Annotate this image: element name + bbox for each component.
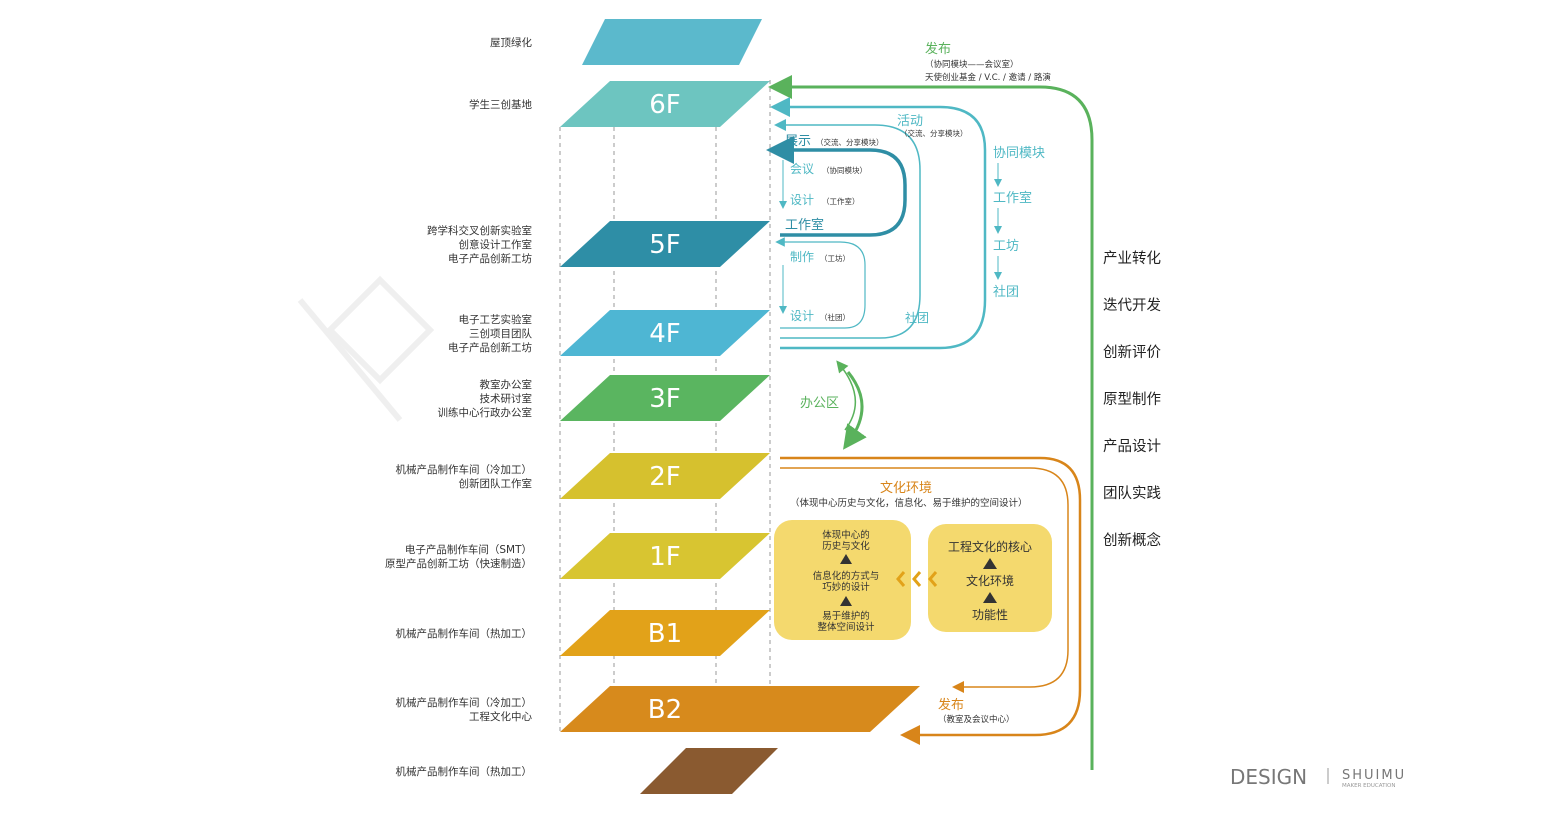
floor-label-b2-1: 工程文化中心 [469, 710, 532, 723]
release-bottom-title: 发布 [938, 697, 964, 713]
floor-label-b1-0: 机械产品制作车间（热加工） [396, 627, 533, 640]
culture-right-0: 工程文化的核心 [948, 539, 1032, 554]
display-sub: （交流、分享模块） [816, 137, 884, 147]
release-top-line [768, 75, 1094, 770]
floor-name-4f: 4F [649, 319, 681, 349]
floor-plate-2f [560, 453, 770, 499]
floor-label-2f-0: 机械产品制作车间（冷加工） [396, 463, 533, 476]
collab-title: 协同模块 [993, 146, 1045, 161]
floor-name-5f: 5F [649, 230, 681, 260]
brand-name: SHUIMU [1342, 768, 1406, 783]
culture-loop-inner [780, 467, 1069, 693]
stage-4: 产品设计 [1103, 438, 1161, 455]
floor-plate-b1 [560, 610, 770, 656]
office-label: 办公区 [800, 396, 839, 411]
collab-step-0: 工作室 [993, 190, 1032, 206]
floor-name-1f: 1F [649, 542, 681, 572]
culture-right-1: 文化环境 [966, 573, 1014, 588]
floor-label-5f-2: 电子产品创新工坊 [448, 252, 532, 265]
culture-left-1: 历史与文化 [822, 540, 870, 552]
stage-3: 原型制作 [1103, 391, 1161, 408]
design-club-title: 设计 [790, 309, 814, 323]
floor-label-2f-1: 创新团队工作室 [459, 477, 533, 490]
culture-box-left [774, 520, 911, 640]
collab-loop [770, 97, 987, 350]
floor-label-4f-2: 电子产品创新工坊 [448, 341, 532, 354]
floor-labels: 屋顶绿化学生三创基地跨学科交叉创新实验室创意设计工作室电子产品创新工坊电子工艺实… [385, 36, 532, 778]
release-top-title: 发布 [925, 41, 951, 57]
culture-left-0: 体现中心的 [822, 529, 870, 541]
make-loop [775, 237, 866, 329]
floor-plate-5f [560, 221, 770, 267]
meeting-sub: （协同模块） [822, 165, 867, 175]
activity-title: 活动 [897, 114, 923, 129]
design-club-sub: （社团） [820, 312, 850, 322]
culture-box-right [928, 524, 1052, 632]
floor-name-3f: 3F [649, 384, 681, 414]
floor-label-4f-0: 电子工艺实验室 [459, 313, 533, 326]
floor-label-5f-0: 跨学科交叉创新实验室 [427, 224, 532, 237]
meeting-title: 会议 [790, 162, 814, 176]
floor-label-6f-0: 学生三创基地 [469, 98, 532, 111]
stage-6: 创新概念 [1103, 531, 1161, 549]
floor-plate-base [640, 748, 778, 794]
chevrons [896, 571, 938, 587]
make-sub: （工坊） [820, 253, 850, 263]
stage-2: 创新评价 [1103, 344, 1161, 361]
display-loop [766, 136, 907, 237]
stage-0: 产业转化 [1103, 250, 1161, 267]
floor-plate-roof [582, 19, 762, 65]
watermark-logo [297, 275, 435, 422]
brand-design: DESIGN [1230, 765, 1307, 789]
studio-label: 工作室 [785, 217, 824, 233]
make-title: 制作 [790, 250, 814, 264]
office-arc-right [843, 371, 867, 450]
floor-plate-3f [560, 375, 770, 421]
culture-left-5: 整体空间设计 [817, 621, 875, 633]
culture-title: 文化环境 [880, 481, 932, 496]
floor-label-3f-1: 技术研讨室 [480, 392, 533, 405]
floor-label-4f-1: 三创项目团队 [469, 327, 532, 340]
floor-name-2f: 2F [649, 462, 681, 492]
culture-loop-outer [780, 456, 1082, 745]
floor-name-b1: B1 [648, 619, 682, 649]
floor-label-base-0: 机械产品制作车间（热加工） [396, 765, 533, 778]
culture-right-2: 功能性 [972, 608, 1008, 622]
club-inner: 社团 [905, 310, 929, 325]
brand-tagline: MAKER EDUCATION [1342, 783, 1396, 789]
activity-sub: （交流、分享模块） [900, 128, 968, 138]
floor-plate-6f [560, 81, 770, 127]
floor-label-roof-0: 屋顶绿化 [490, 36, 532, 49]
floor-label-5f-1: 创意设计工作室 [459, 238, 533, 251]
activity-loop [774, 119, 921, 339]
release-bottom-sub: （教室及会议中心） [938, 714, 1015, 725]
stage-5: 团队实践 [1103, 485, 1161, 502]
floor-name-b2: B2 [648, 695, 682, 725]
floor-name-6f: 6F [649, 90, 681, 120]
floor-plate-4f [560, 310, 770, 356]
culture-left-3: 巧妙的设计 [822, 581, 870, 593]
collab-step-2: 社团 [993, 284, 1019, 300]
floor-label-3f-0: 教室办公室 [480, 378, 533, 391]
release-top-line2: 天使创业基金 / V.C. / 邀请 / 路演 [925, 72, 1051, 83]
floor-label-3f-2: 训练中心行政办公室 [438, 406, 533, 419]
floor-label-1f-1: 原型产品创新工坊（快速制造） [385, 557, 532, 570]
release-top-line1: （协同模块——会议室） [925, 59, 1019, 70]
design-studio-sub: （工作室） [822, 196, 860, 206]
culture-sub: （体现中心历史与文化，信息化、易于维护的空间设计） [790, 497, 1028, 509]
floor-label-1f-0: 电子产品制作车间（SMT） [405, 543, 532, 556]
culture-left-4: 易于维护的 [822, 610, 870, 622]
floor-label-b2-0: 机械产品制作车间（冷加工） [396, 696, 533, 709]
floor-plate-b2 [560, 686, 920, 732]
display-title: 展示 [785, 134, 811, 149]
culture-left-2: 信息化的方式与 [813, 570, 880, 582]
office-arc-left [836, 360, 857, 431]
floor-plate-1f [560, 533, 770, 579]
collab-step-1: 工坊 [993, 239, 1019, 254]
stage-1: 迭代开发 [1103, 297, 1161, 314]
design-studio-title: 设计 [790, 193, 814, 207]
